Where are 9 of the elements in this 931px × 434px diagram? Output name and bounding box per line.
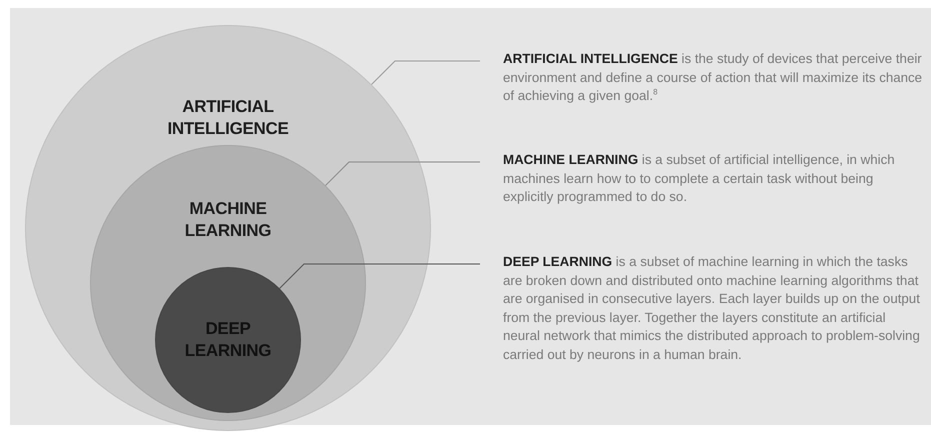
definition-text: ARTIFICIAL INTELLIGENCE is the study of devices that perceive their environment and define a course of action that will maximize its chance of achieving a given goal.$^{8}$	[503, 50, 924, 105]
leader-line	[371, 60, 480, 85]
circle-label: MACHINE LEARNING	[184, 198, 272, 242]
leader-line	[325, 162, 480, 186]
definition-text: MACHINE LEARNING is a subset of artificial intelligence, in which machines learn how to to complete a certain task without being explicitly programmed to do so.	[503, 151, 896, 206]
circle-label: ARTIFICIAL INTELLIGENCE	[166, 96, 290, 140]
circle-label: DEEP LEARNING	[184, 318, 272, 362]
leader-line	[279, 264, 480, 289]
definition-text: DEEP LEARNING is a subset of machine learning in which the tasks are broken down and distributed onto machine learning algorithms that are organised in consecutive layers. Each layer builds up on the output from the previous layer. Together the layers constitute an artificial neural network that mimics the distributed approach to problem-solving carried out by neurons in a human brain.	[503, 253, 921, 364]
